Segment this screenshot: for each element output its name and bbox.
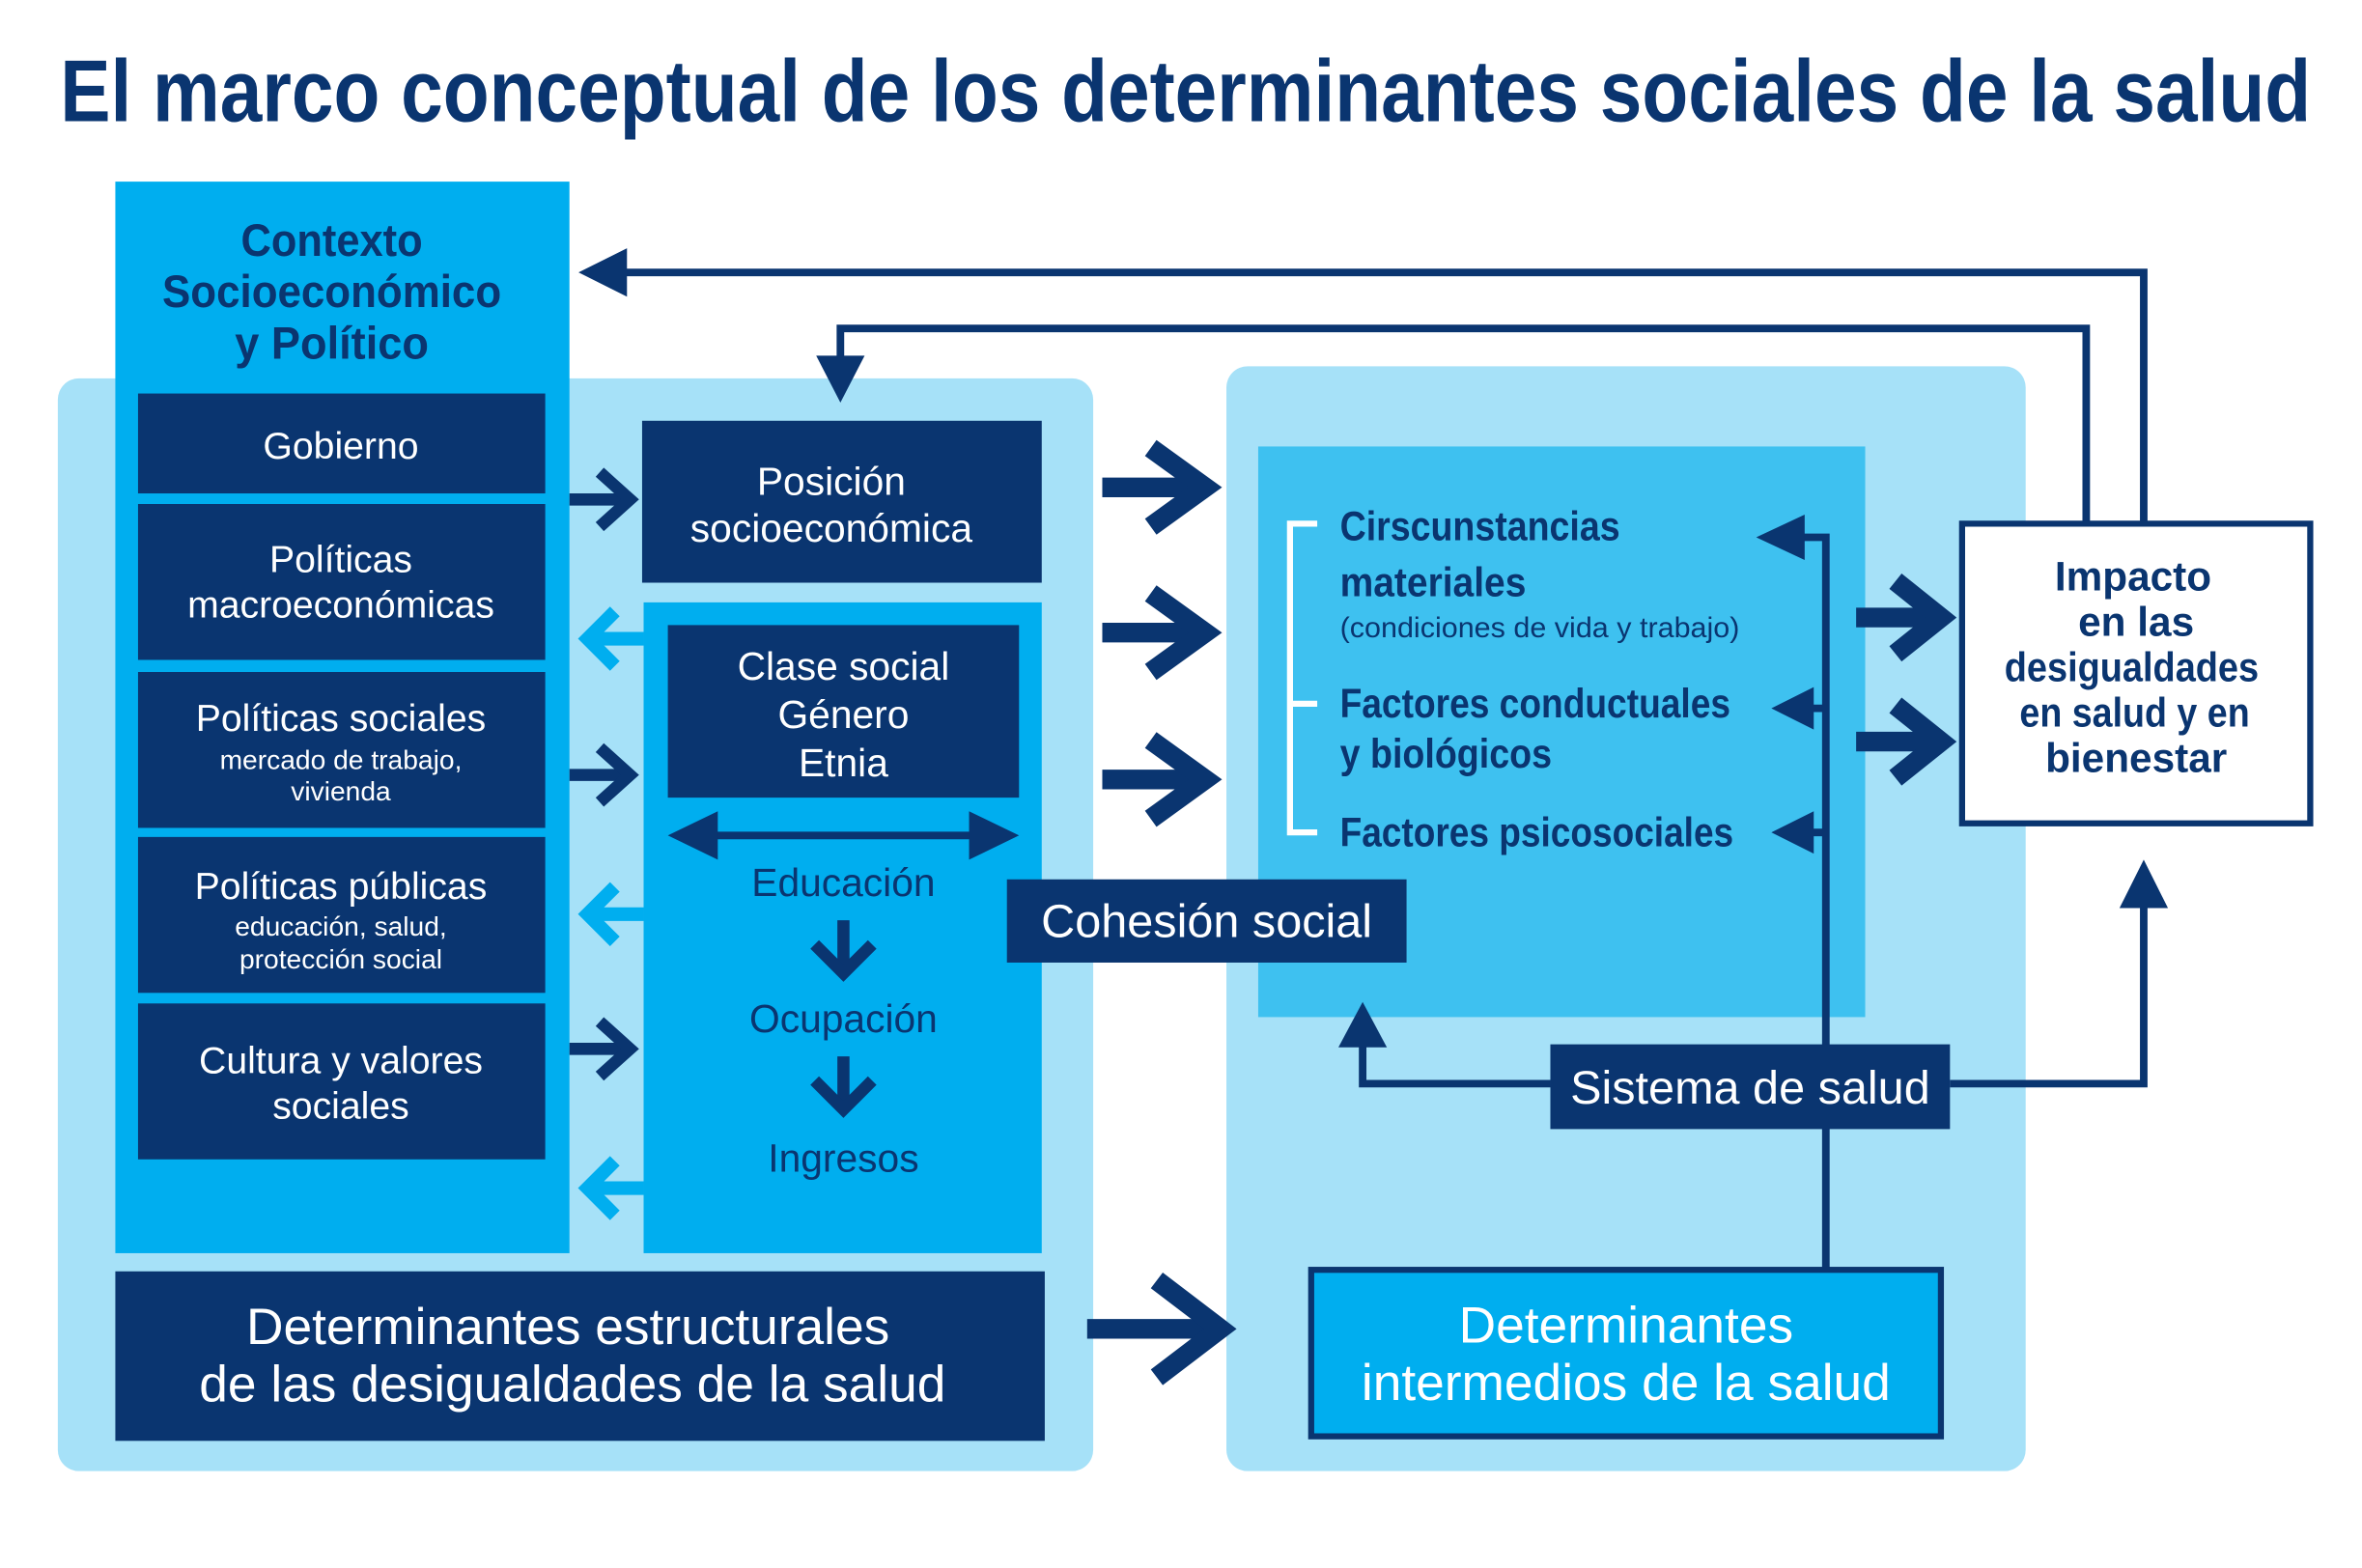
context-item-politicas-publicas: Políticas públicas educación, salud, pro… — [137, 836, 546, 994]
context-item-gobierno: Gobierno — [137, 393, 546, 494]
factor-material: Cirscunstancias — [1340, 504, 1620, 549]
svg-text:intermedios de la salud: intermedios de la salud — [1362, 1355, 1891, 1412]
svg-text:Sistema de salud: Sistema de salud — [1570, 1062, 1930, 1114]
svg-text:Gobierno: Gobierno — [263, 426, 418, 467]
page-title: El marco conceptual de los determinantes… — [60, 42, 2311, 140]
svg-text:bienestar: bienestar — [2045, 735, 2227, 780]
bracket — [1286, 520, 1318, 836]
svg-text:en salud y en: en salud y en — [2019, 689, 2249, 735]
svg-text:Contexto: Contexto — [241, 214, 423, 266]
arrow-left-icon — [1771, 811, 1814, 854]
svg-text:macroeconómicas: macroeconómicas — [187, 585, 494, 627]
svg-text:desigualdades: desigualdades — [2005, 644, 2259, 689]
svg-text:Género: Género — [777, 692, 909, 737]
big-arrow-icon — [1102, 439, 1223, 535]
arrow-right-icon — [595, 1017, 639, 1081]
arrow-down-icon — [816, 355, 865, 403]
big-arrow-icon — [1086, 1273, 1237, 1386]
social-cohesion-box: Cohesión social — [1006, 879, 1407, 963]
arrow-down-icon — [810, 1076, 877, 1118]
svg-text:Políticas: Políticas — [269, 540, 412, 581]
svg-text:Impacto: Impacto — [2055, 553, 2211, 599]
arrow-left-icon — [577, 1156, 620, 1220]
svg-text:protección social: protección social — [239, 943, 442, 974]
svg-text:vivienda: vivienda — [291, 775, 391, 806]
arrow-left-icon — [1756, 514, 1805, 560]
factor-material: materiales — [1340, 560, 1527, 605]
chain-ingresos: Ingresos — [768, 1135, 918, 1180]
svg-text:y Político: y Político — [235, 318, 429, 369]
factor-behavioral: y biológicos — [1340, 731, 1552, 776]
svg-text:Posición: Posición — [757, 460, 906, 504]
svg-text:en las: en las — [2078, 599, 2194, 644]
svg-text:Etnia: Etnia — [799, 741, 888, 785]
svg-text:Políticas sociales: Políticas sociales — [196, 698, 486, 740]
context-title: Contexto Socioeconómico y Político — [162, 214, 501, 369]
svg-text:socioeconómica: socioeconómica — [690, 506, 973, 550]
factor-psychosocial: Factores psicosociales — [1340, 809, 1734, 854]
svg-text:Determinantes estructurales: Determinantes estructurales — [246, 1299, 889, 1356]
big-arrow-icon — [1102, 732, 1223, 827]
big-arrow-icon — [1856, 573, 1957, 662]
socioeconomic-position-box: Posición socioeconómica — [641, 420, 1042, 583]
impact-box: Impacto en las desigualdades en salud y … — [1958, 520, 2314, 826]
svg-text:sociales: sociales — [272, 1085, 409, 1127]
arrow-up-icon — [1338, 1001, 1388, 1048]
arrow-left-icon — [577, 882, 620, 947]
context-item-cultura: Cultura y valores sociales — [137, 1003, 546, 1160]
chain-ocupacion: Ocupación — [749, 996, 938, 1041]
chain-educacion: Educación — [751, 860, 935, 905]
factor-behavioral: Factores conductuales — [1340, 681, 1730, 726]
svg-text:Cultura y valores: Cultura y valores — [199, 1040, 483, 1081]
svg-text:Cohesión social: Cohesión social — [1041, 895, 1372, 947]
big-arrow-icon — [1856, 697, 1957, 786]
svg-text:educación, salud,: educación, salud, — [235, 910, 447, 941]
factor-material-sub: (condiciones de vida y trabajo) — [1340, 612, 1740, 644]
big-arrow-icon — [1102, 585, 1223, 681]
intermediate-determinants-box: Determinantes intermedios de la salud — [1308, 1267, 1945, 1440]
context-item-politicas-macroeconomicas: Políticas macroeconómicas — [137, 504, 546, 660]
svg-text:Políticas públicas: Políticas públicas — [195, 866, 488, 908]
svg-text:de las desigualdades de la sal: de las desigualdades de la salud — [199, 1357, 945, 1414]
arrow-left-icon — [577, 606, 620, 671]
strata-box: Clase social Género Etnia — [667, 625, 1020, 798]
svg-text:Determinantes: Determinantes — [1459, 1297, 1793, 1354]
structural-determinants-box: Determinantes estructurales de las desig… — [115, 1271, 1045, 1442]
connector-line — [1359, 1044, 1551, 1088]
arrow-left-icon — [1771, 686, 1814, 730]
svg-text:Socioeconómico: Socioeconómico — [162, 266, 501, 317]
health-system-box: Sistema de salud — [1550, 1044, 1951, 1130]
arrow-left-icon — [578, 248, 628, 297]
arrow-up-icon — [2119, 859, 2169, 909]
context-item-politicas-sociales: Políticas sociales mercado de trabajo, v… — [137, 672, 546, 828]
arrow-right-icon — [595, 742, 639, 807]
arrow-down-icon — [810, 939, 877, 982]
arrow-right-icon — [595, 467, 639, 532]
connector-line — [1801, 533, 1830, 1269]
feedback-line — [836, 324, 2091, 522]
svg-text:Clase social: Clase social — [738, 644, 950, 688]
svg-text:mercado de trabajo,: mercado de trabajo, — [220, 743, 463, 774]
connector-line — [1950, 902, 2148, 1088]
feedback-line — [621, 268, 2148, 522]
double-arrow-icon — [667, 811, 1020, 860]
